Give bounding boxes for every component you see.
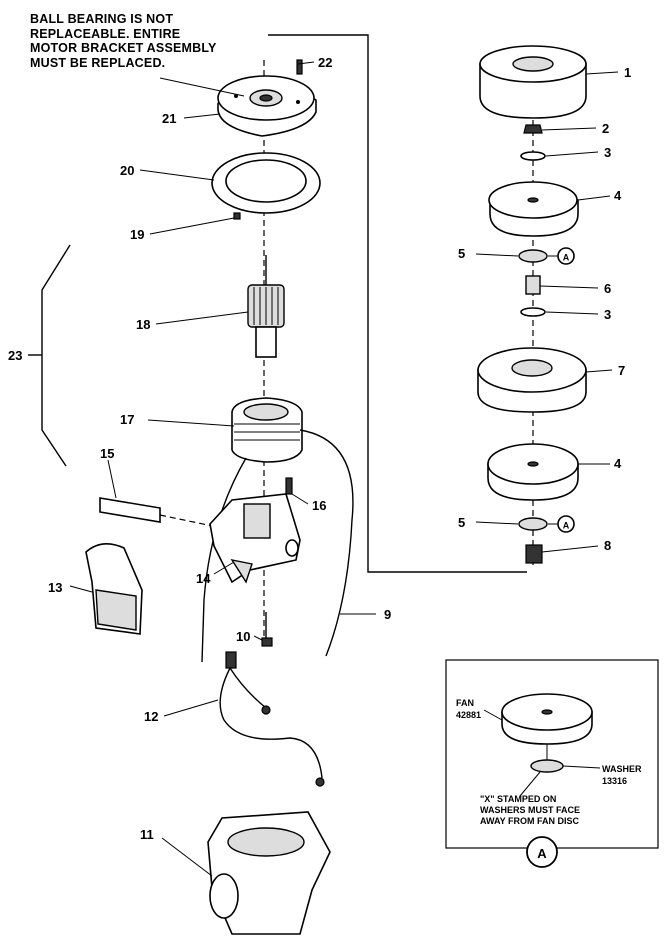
inset-fan-label: FAN	[456, 698, 474, 708]
callout-22: 22	[318, 55, 332, 70]
callout-3-lower: 3	[604, 307, 611, 322]
part-8-nut	[525, 544, 543, 564]
leader-lines	[69, 61, 619, 877]
part-4-fan-lower	[487, 443, 579, 501]
inset-fan-disc	[501, 693, 593, 745]
part-12-wire-harness	[219, 651, 325, 787]
callout-12: 12	[144, 709, 158, 724]
part-5-washer-lower	[518, 517, 548, 531]
part-10-bolt	[261, 612, 273, 647]
callout-18: 18	[136, 317, 150, 332]
part-3-washer	[520, 151, 546, 161]
part-15-brush	[99, 497, 223, 529]
callout-1: 1	[624, 65, 631, 80]
inset-detail-a-letter: A	[537, 846, 547, 861]
part-17-motor-housing	[231, 397, 303, 463]
part-5-washer-upper	[518, 249, 548, 263]
part-23-bracket	[28, 244, 71, 467]
callout-16: 16	[312, 498, 326, 513]
part-4-fan-upper	[488, 181, 579, 237]
callout-14: 14	[196, 571, 211, 586]
inset-detail-a-circle	[526, 836, 558, 868]
callout-4-upper: 4	[614, 188, 622, 203]
inset-note-line-3: AWAY FROM FAN DISC	[480, 816, 580, 826]
note-line-2: REPLACEABLE. ENTIRE	[30, 26, 181, 41]
note-line-1: BALL BEARING IS NOT	[30, 12, 174, 26]
inset-note-line-2: WASHERS MUST FACE	[480, 805, 581, 815]
inset-washer-part-number: 13316	[602, 776, 627, 786]
inset-washer-label: WASHER	[602, 764, 642, 774]
note-line-4: MUST BE REPLACED.	[30, 55, 166, 70]
callout-15: 15	[100, 446, 114, 461]
callout-5-lower: 5	[458, 515, 465, 530]
part-20-gasket	[211, 152, 321, 214]
part-6-spacer	[525, 275, 541, 295]
part-7-fan-shroud	[477, 347, 587, 413]
callout-3-upper: 3	[604, 145, 611, 160]
inset-note-line-1: "X" STAMPED ON	[480, 794, 557, 804]
note-line-3: MOTOR BRACKET ASSEMBLY	[30, 41, 217, 55]
part-9-lead-wire	[299, 429, 354, 657]
callout-20: 20	[120, 163, 134, 178]
callout-5-upper: 5	[458, 246, 465, 261]
part-19-screw	[233, 212, 241, 220]
detail-a-marker-2-label: A	[563, 521, 570, 531]
callout-21: 21	[162, 111, 176, 126]
assembly-connector-line	[268, 34, 527, 573]
callout-8: 8	[604, 538, 611, 553]
callout-4-lower: 4	[614, 456, 622, 471]
bearing-note: BALL BEARING IS NOT REPLACEABLE. ENTIRE …	[30, 12, 217, 70]
part-3-washer-lower	[520, 307, 546, 317]
inset-fan-part-number: 42881	[456, 710, 481, 720]
part-11-base-housing	[207, 811, 331, 935]
detail-a-inset-frame	[445, 659, 659, 849]
callout-7: 7	[618, 363, 625, 378]
part-13-shield	[85, 543, 143, 635]
callout-2: 2	[602, 121, 609, 136]
part-2-nut	[523, 124, 543, 134]
callout-9: 9	[384, 607, 391, 622]
callout-17: 17	[120, 412, 134, 427]
part-18-armature	[247, 255, 285, 358]
callout-10: 10	[236, 629, 250, 644]
callout-23: 23	[8, 348, 22, 363]
inset-washer	[530, 759, 564, 773]
callout-19: 19	[130, 227, 144, 242]
callout-6: 6	[604, 281, 611, 296]
part-21-motor-bracket	[217, 75, 317, 137]
callout-13: 13	[48, 580, 62, 595]
part-1-cover	[479, 45, 587, 119]
part-16-screw	[285, 477, 293, 495]
detail-a-marker-1-label: A	[563, 253, 570, 263]
part-14-end-bracket	[209, 493, 301, 584]
callout-11: 11	[140, 827, 154, 842]
part-22-screw	[296, 59, 303, 75]
inset-washer-note: "X" STAMPED ON WASHERS MUST FACE AWAY FR…	[480, 794, 580, 827]
